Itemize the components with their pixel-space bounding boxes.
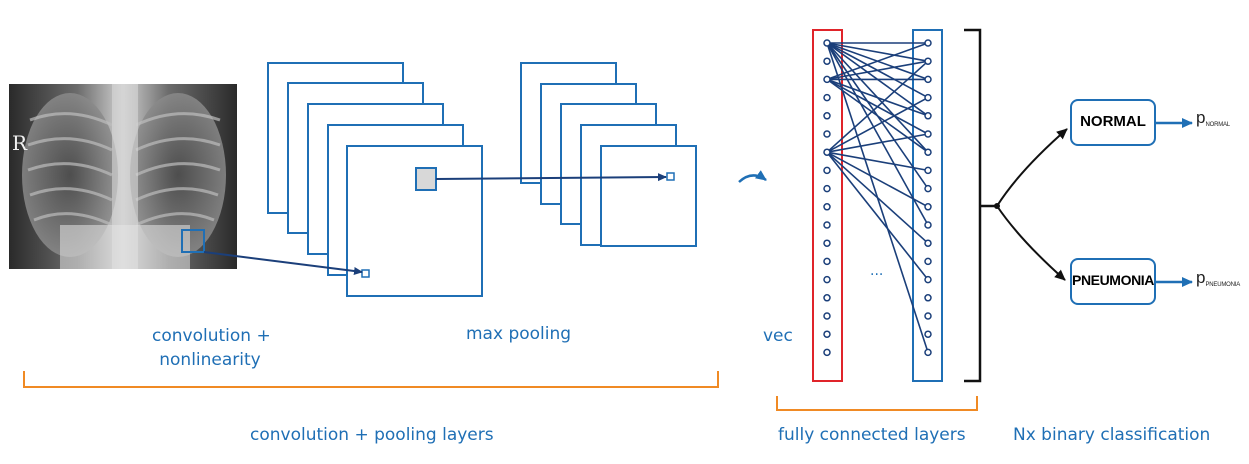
fc-edge <box>826 151 929 172</box>
hidden-node <box>924 239 932 247</box>
vec-node <box>823 166 831 175</box>
fc-edge <box>826 151 929 244</box>
p-pneumonia-base: p <box>1196 268 1206 287</box>
vec-node <box>823 294 831 302</box>
vec-node <box>823 130 831 138</box>
normal-label: NORMAL <box>1080 113 1146 130</box>
fc-edge <box>826 60 929 81</box>
vec-nodes <box>823 39 831 357</box>
vec-node <box>823 275 831 284</box>
fc-bracket <box>776 396 978 411</box>
vec-column <box>812 29 843 382</box>
hidden-node <box>924 57 932 65</box>
hidden-node <box>924 39 932 47</box>
hidden-node <box>924 203 932 211</box>
vec-node <box>823 348 831 357</box>
p-pneumonia: pPNEUMONIA <box>1196 268 1240 288</box>
hidden-node <box>924 75 932 84</box>
vec-node <box>823 93 831 102</box>
conv-patch <box>415 167 437 191</box>
vec-label: vec <box>763 326 793 346</box>
vec-node <box>823 203 831 211</box>
vec-node <box>823 221 831 229</box>
conv-label-line2: nonlinearity <box>159 350 261 370</box>
hidden-node <box>924 330 932 338</box>
hidden-node <box>924 93 932 102</box>
hidden-node <box>924 130 932 138</box>
hidden-column <box>912 29 943 382</box>
hidden-node <box>924 148 932 156</box>
vec-node <box>823 148 831 156</box>
vec-node <box>823 239 831 247</box>
hidden-node <box>924 348 932 357</box>
output-bracket <box>964 28 982 383</box>
fc-edge <box>826 96 929 153</box>
conv-pool-layers-label: convolution + pooling layers <box>250 425 494 445</box>
hidden-node <box>924 166 932 175</box>
fc-edge <box>826 60 929 153</box>
hidden-node <box>924 294 932 302</box>
conv-arrow <box>203 251 363 275</box>
hidden-node <box>924 312 932 320</box>
vec-node <box>823 312 831 320</box>
vec-node <box>823 330 831 338</box>
xray-marker-r: R <box>12 131 28 155</box>
fc-edge <box>826 78 929 117</box>
fc-edge <box>826 151 929 208</box>
p-normal-base: p <box>1196 108 1206 127</box>
vec-node <box>823 257 831 266</box>
fc-connections <box>826 42 929 353</box>
flatten-arrow <box>738 170 767 183</box>
hidden-nodes <box>924 39 932 357</box>
vec-node <box>823 112 831 120</box>
pooling-feature-maps <box>520 62 697 247</box>
fc-edge <box>826 78 929 153</box>
vec-node <box>823 39 831 47</box>
conv-pool-bracket <box>23 371 719 388</box>
arrow-to-pneumonia <box>996 205 1066 281</box>
hidden-node <box>924 221 932 229</box>
binary-classification-label: Nx binary classification <box>1013 425 1211 445</box>
fc-ellipsis: ... <box>870 263 883 279</box>
pool-target-pixel <box>666 172 675 181</box>
xray-patch <box>181 229 205 253</box>
hidden-node <box>924 257 932 266</box>
max-pooling-label: max pooling <box>466 324 572 344</box>
fc-edge <box>826 151 929 281</box>
conv-label-line1: convolution + <box>152 326 271 346</box>
arrow-to-normal <box>996 128 1068 207</box>
conv-target-pixel <box>361 269 370 278</box>
pool-arrow <box>435 173 667 182</box>
fully-connected-label: fully connected layers <box>778 425 966 445</box>
hidden-node <box>924 184 932 193</box>
vec-node <box>823 184 831 193</box>
p-normal: pNORMAL <box>1196 108 1230 128</box>
fc-edge <box>826 42 929 81</box>
hidden-node <box>924 275 932 284</box>
fc-edge <box>826 42 929 62</box>
p-pneumonia-subscript: PNEUMONIA <box>1205 282 1241 288</box>
chest-xray-image <box>9 84 237 269</box>
fc-edge <box>826 133 929 153</box>
vec-node <box>823 75 831 84</box>
vec-node <box>823 57 831 65</box>
hidden-node <box>924 112 932 120</box>
p-normal-subscript: NORMAL <box>1205 122 1230 128</box>
pneumonia-label: PNEUMONIA <box>1072 272 1154 288</box>
